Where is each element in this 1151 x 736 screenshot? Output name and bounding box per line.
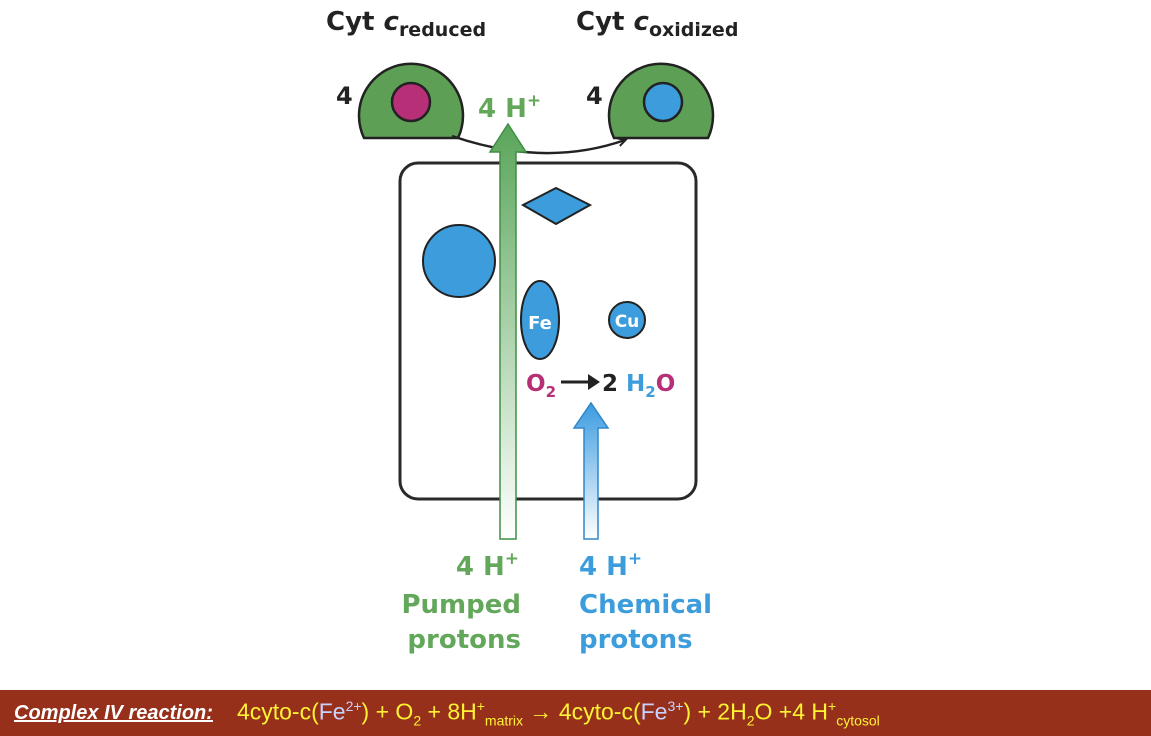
cu-center	[608, 301, 646, 339]
complex-iv-diagram: Cyt creduced 4 Cyt coxidized 4 Fe Cu O2 …	[326, 7, 738, 655]
chemical-proton-arrow	[572, 401, 610, 540]
blue-diamond-cofactor	[520, 186, 593, 226]
fe-center	[520, 280, 560, 360]
equation-bar: Complex IV reaction: 4cyto-c(Fe2+) + O2 …	[0, 690, 1151, 736]
equation-formula: 4cyto-c(Fe2+) + O2 + 8H+matrix → 4cyto-c…	[236, 697, 880, 729]
pumped-label-line2: protons	[407, 625, 521, 655]
oxidized-heme-dot	[642, 81, 684, 123]
cu-label: Cu	[615, 312, 640, 332]
pumped-h-label: 4 H+	[456, 549, 519, 582]
blue-heme-circle	[422, 224, 496, 298]
equation-title: Complex IV reaction:	[14, 701, 213, 724]
chemical-h-label: 4 H+	[579, 549, 642, 582]
fe-label: Fe	[528, 313, 552, 334]
pumped-top-label: 4 H+	[478, 91, 541, 124]
reduced-heme-dot	[390, 81, 432, 123]
pumped-label-line1: Pumped	[401, 590, 521, 620]
cyt-oxidized-label: Cyt coxidized	[576, 7, 738, 41]
electron-transfer-arrow	[451, 134, 625, 155]
pumped-proton-arrow	[488, 122, 528, 540]
chemical-label-line1: Chemical	[579, 590, 712, 620]
cyt-reduced-label: Cyt creduced	[326, 7, 486, 41]
cyt-reduced-count: 4	[336, 82, 353, 110]
chemical-label-line2: protons	[579, 625, 693, 655]
reaction-arrowhead	[588, 374, 600, 390]
o2-label: O2	[526, 371, 556, 401]
cyt-oxidized-count: 4	[586, 82, 603, 110]
h2o-label: 2 H2O	[602, 371, 675, 401]
